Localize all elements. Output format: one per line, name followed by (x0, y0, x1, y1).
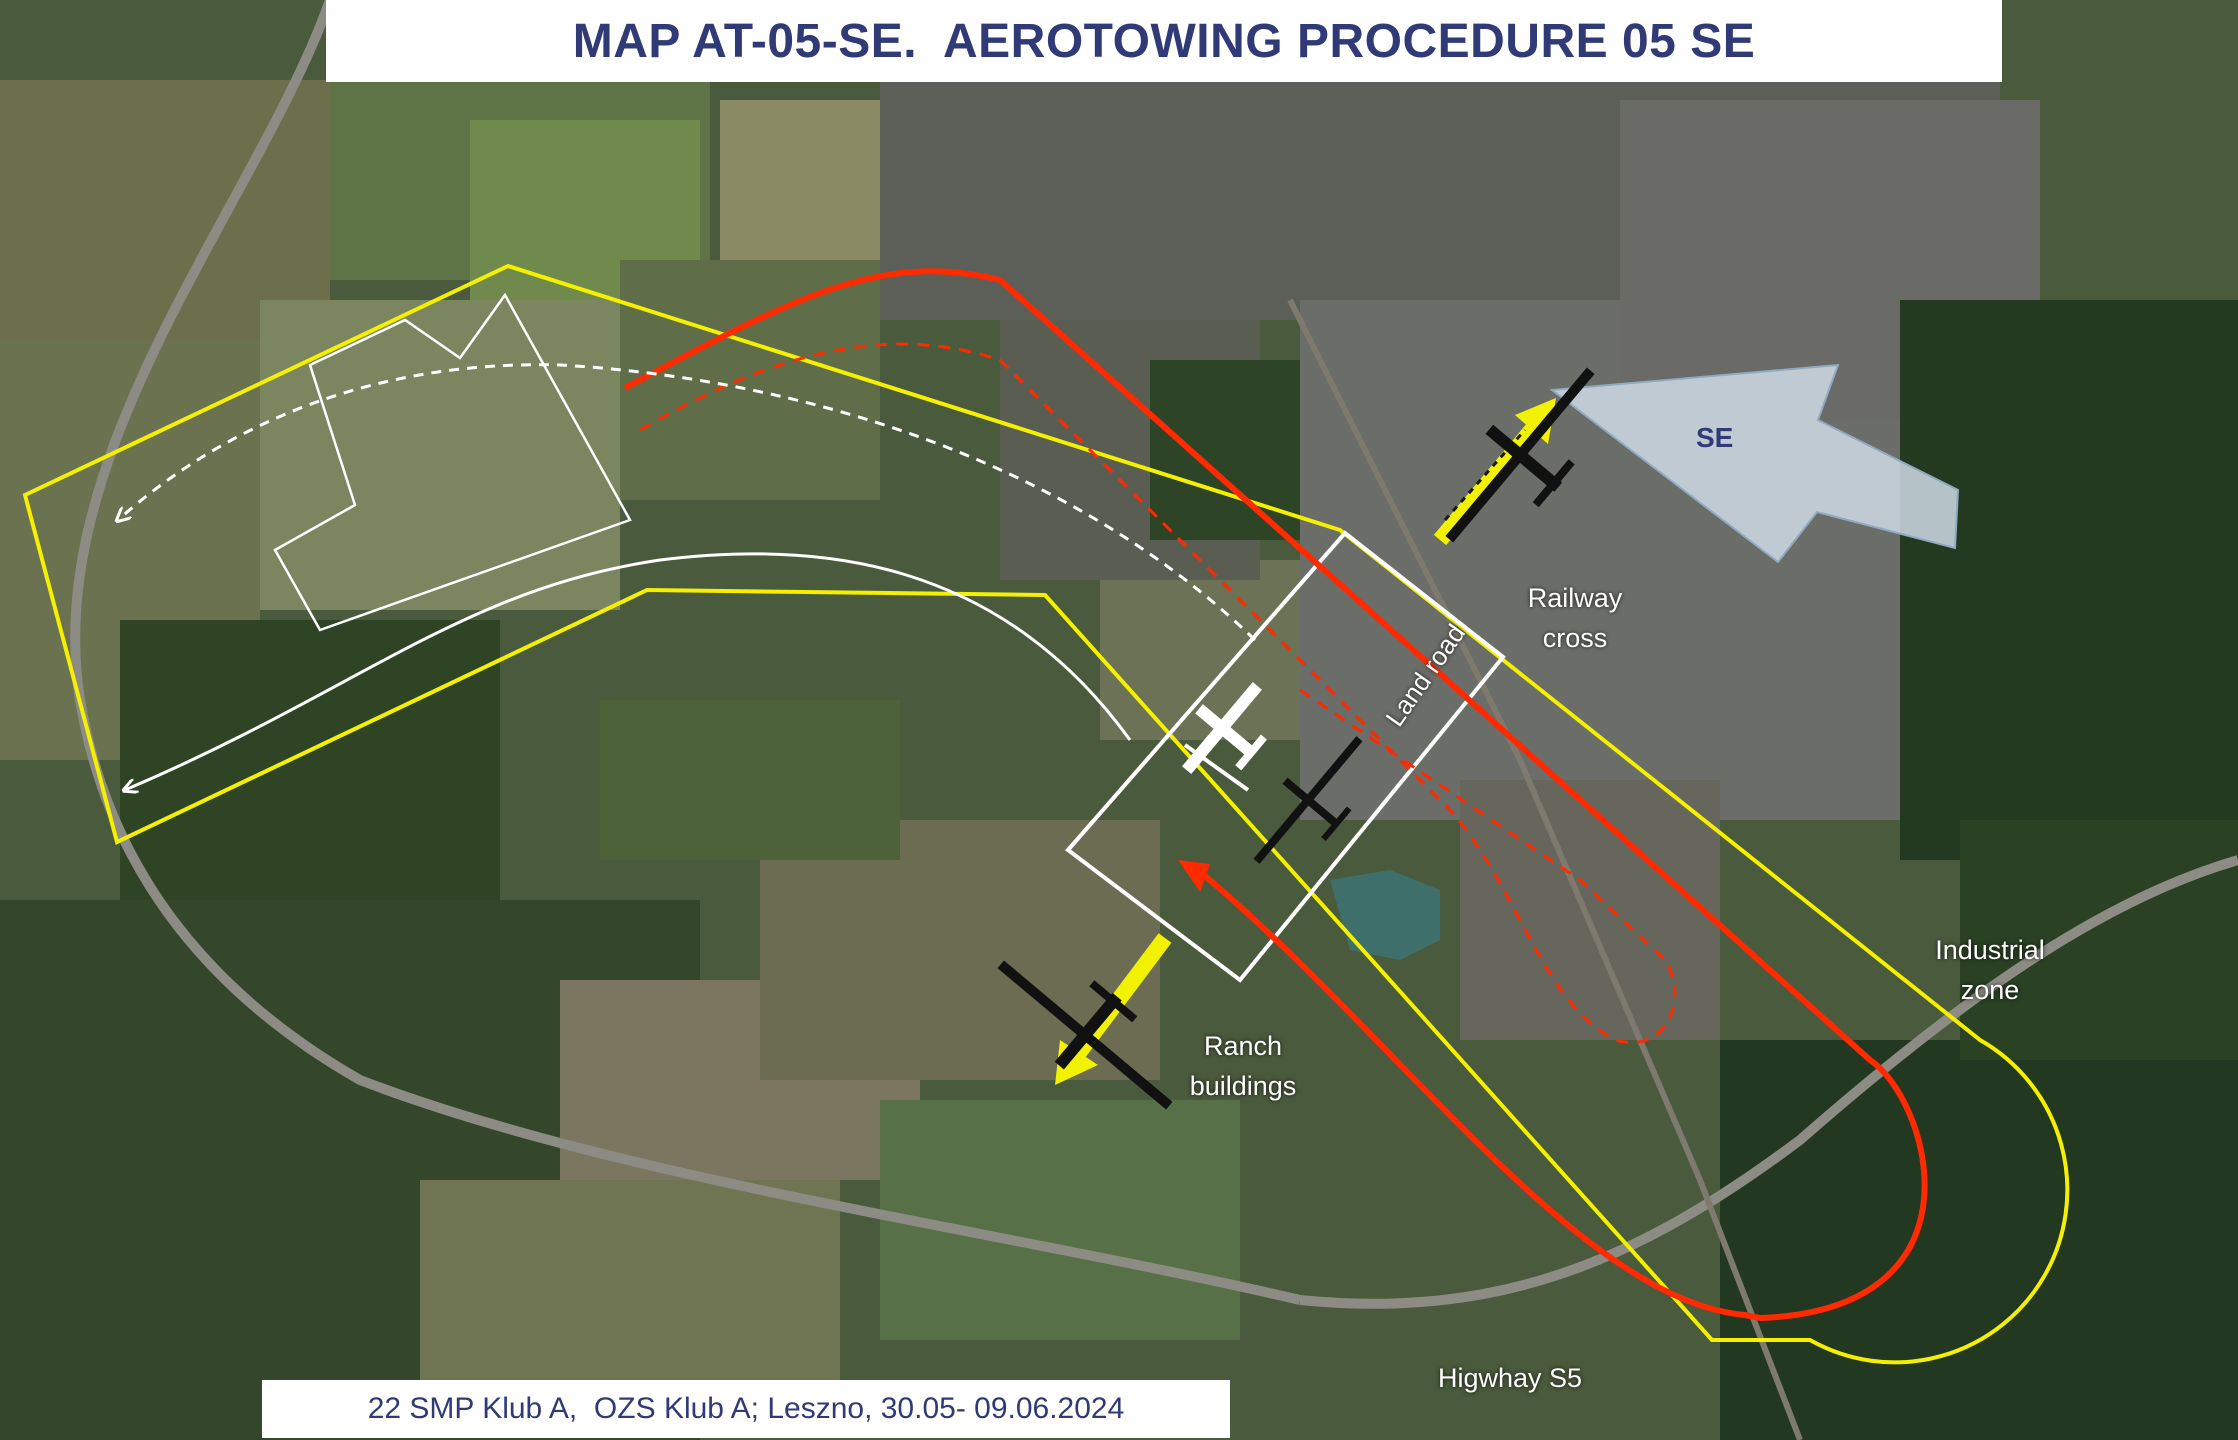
tow-route (623, 268, 1928, 1322)
tow-route-arrowhead (1178, 860, 1210, 892)
footer-text: 22 SMP Klub A, OZS Klub A; Leszno, 30.05… (367, 1392, 1125, 1425)
railway-cross-label: Railway cross (1500, 578, 1650, 658)
railway-line (1287, 298, 1803, 1440)
ranch-buildings-line2: buildings (1189, 1071, 1297, 1101)
footer-banner: 22 SMP Klub A, OZS Klub A; Leszno, 30.05… (262, 1380, 1230, 1438)
map-title-banner: MAP AT-05-SE. AEROTOWING PROCEDURE 05 SE (326, 0, 2002, 82)
ranch-buildings-label: Ranch buildings (1168, 1026, 1318, 1106)
railway-cross-line2: cross (1542, 623, 1608, 653)
ranch-buildings-line1: Ranch (1203, 1031, 1283, 1061)
se-direction-arrow (1549, 363, 1960, 564)
airfield-area (273, 292, 632, 632)
forest-areas (1150, 300, 2238, 1440)
lake (1330, 870, 1440, 960)
industrial-zone-line1: Industrial (1935, 935, 2045, 965)
page-title: MAP AT-05-SE. AEROTOWING PROCEDURE 05 SE (572, 14, 1756, 68)
highway-s5-west (70, 0, 1302, 1305)
towplane-icon (1182, 682, 1268, 774)
glider-icon-ne (1445, 367, 1595, 543)
glider-icon-runway (1253, 736, 1363, 864)
return-route-alternate (118, 363, 1257, 642)
glider-icon-sw (997, 960, 1173, 1110)
se-direction-label: SE (1696, 422, 1734, 453)
highway-s5-label: Higwhay S5 (1437, 1363, 1583, 1393)
procedure-boundary (22, 263, 2070, 1365)
return-route (125, 552, 1132, 790)
railway-cross-line1: Railway (1527, 583, 1623, 613)
highway-s5-east (1299, 855, 2238, 1309)
industrial-zone-line2: zone (1960, 975, 2020, 1005)
industrial-zone-label: Industrial zone (1910, 930, 2070, 1010)
